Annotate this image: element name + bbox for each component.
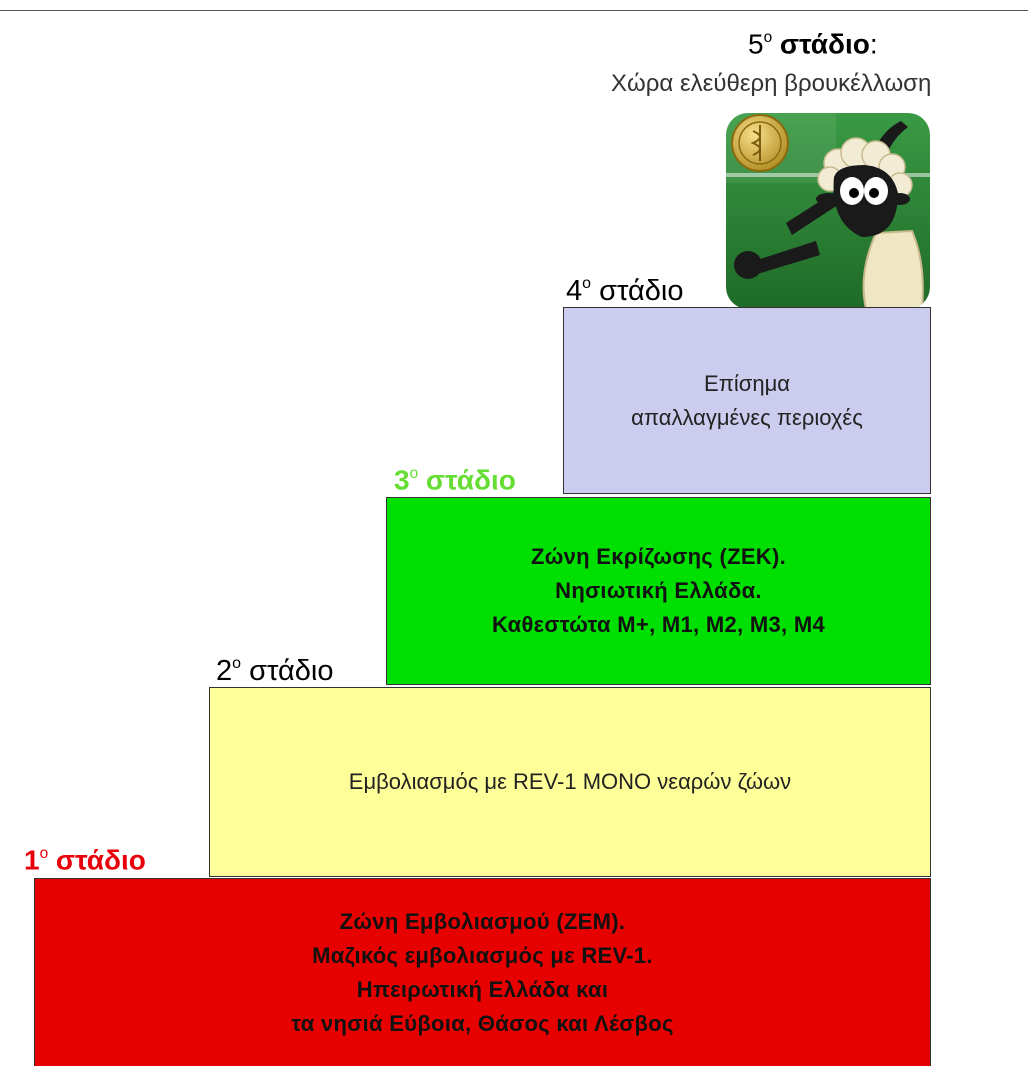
stage-4-number: 4 [566, 274, 583, 307]
stage-3-text-line: Ζώνη Εκρίζωσης (ΖΕΚ). [530, 544, 787, 569]
stage-1-text-line: Ζώνη Εμβολιασμού (ΖΕΜ). [339, 908, 626, 934]
stage-3-ordinal: ο [409, 465, 419, 482]
stage-2-label: 2ο στάδιο [216, 656, 334, 686]
stage-1-word: στάδιο [55, 844, 146, 876]
stage-5-number: 5 [748, 28, 764, 60]
stage-1-label: 1ο στάδιο [24, 846, 146, 875]
stage-5-ordinal: ο [763, 29, 773, 46]
stage-3-word: στάδιο [425, 464, 516, 496]
stage-4-ordinal: ο [582, 275, 592, 292]
stage-3-text-line: Καθεστώτα Μ+, Μ1, Μ2, Μ3, Μ4 [491, 612, 826, 637]
stage-2-word: στάδιο [249, 654, 334, 687]
stage-2-box: Εμβολιασμός με REV-1 ΜΟΝΟ νεαρών ζώων [209, 687, 931, 877]
stage-1-box: Ζώνη Εμβολιασμού (ΖΕΜ). Μαζικός εμβολιασ… [34, 878, 931, 1066]
stage-5-colon: : [869, 28, 878, 60]
stage-2-ordinal: ο [232, 655, 242, 672]
stage-5-word: στάδιο [779, 28, 870, 60]
stage-5-label: 5ο στάδιο: [748, 30, 878, 59]
stage-4-text-line: Επίσημα [704, 370, 790, 396]
stage-4-box: Επίσημα απαλλαγμένες περιοχές [563, 307, 931, 494]
stage-1-ordinal: ο [39, 845, 49, 862]
stage-5-subtitle: Χώρα ελεύθερη βρουκέλλωση [611, 70, 932, 97]
stage-4-word: στάδιο [599, 274, 684, 307]
stage-4-text-line: απαλλαγμένες περιοχές [631, 404, 863, 430]
stage-2-number: 2 [216, 654, 233, 687]
stage-1-number: 1 [24, 844, 40, 876]
stage-1-text-line: Ηπειρωτική Ελλάδα και [356, 976, 609, 1002]
stage-3-label: 3ο στάδιο [394, 466, 516, 495]
stage-2-text-line: Εμβολιασμός με REV-1 ΜΟΝΟ νεαρών ζώων [348, 769, 792, 794]
stage-3-number: 3 [394, 464, 410, 496]
sheep-app-icon [726, 113, 930, 309]
stage-4-label: 4ο στάδιο [566, 276, 684, 306]
caduceus-coin-icon [731, 114, 789, 172]
stage-3-box: Ζώνη Εκρίζωσης (ΖΕΚ). Νησιωτική Ελλάδα. … [386, 497, 931, 685]
top-rule [0, 10, 1028, 11]
stage-1-text-line: τα νησιά Εύβοια, Θάσος και Λέσβος [291, 1010, 674, 1036]
stage-3-text-line: Νησιωτική Ελλάδα. [555, 578, 762, 603]
stage-1-text-line: Μαζικός εμβολιασμός με REV-1. [312, 942, 653, 968]
